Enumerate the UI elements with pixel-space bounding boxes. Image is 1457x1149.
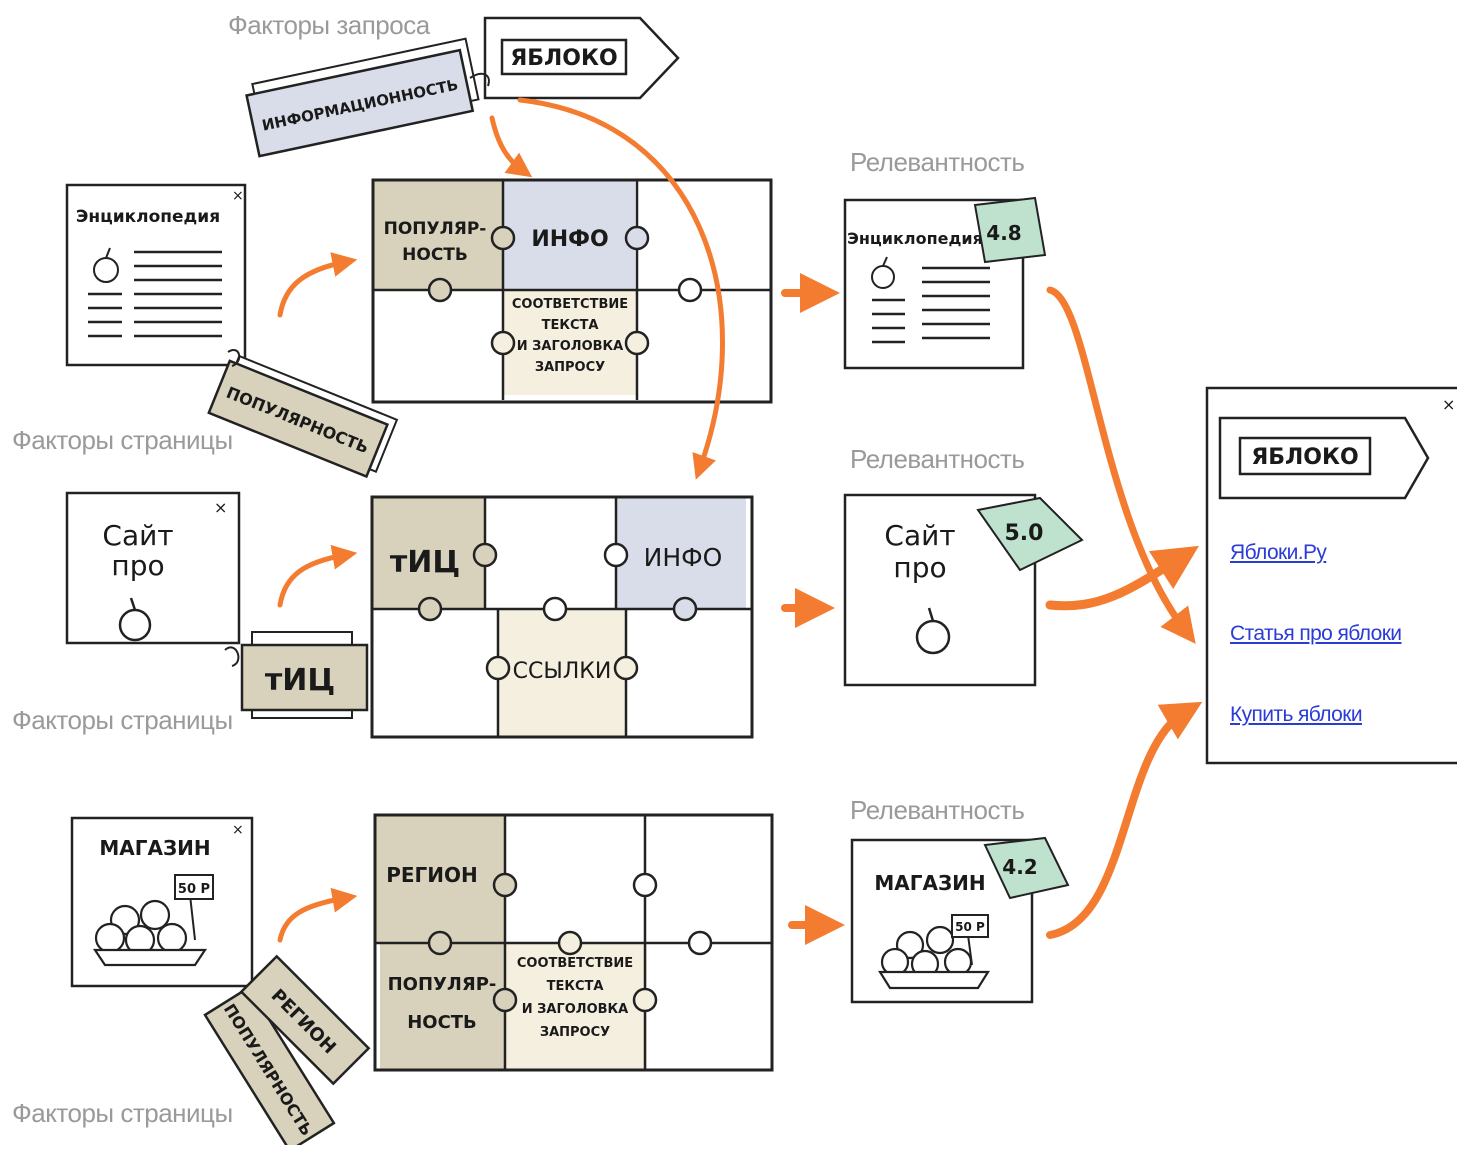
result-title-encyclopedia: Энциклопедия (847, 229, 983, 248)
serp-query: ЯБЛОКО (1251, 445, 1358, 470)
page-factor-tic-label: тИЦ (265, 663, 335, 698)
page-title-shop: МАГАЗИН (99, 836, 210, 860)
close-icon[interactable]: × (1442, 395, 1455, 414)
serp-result-2[interactable]: Статья про яблоки (1230, 622, 1402, 645)
price-tag: 50 Р (174, 874, 214, 941)
query-tag: ЯБЛОКО (483, 16, 680, 100)
page-factors-label-3: Факторы страницы (12, 1098, 233, 1128)
apple-icon (871, 256, 895, 289)
price-tag: 50 Р (951, 914, 989, 966)
text-lines-icon (872, 266, 990, 344)
result-title-shop: МАГАЗИН (874, 871, 985, 895)
apple-icon (93, 247, 119, 283)
puzzle-site: тИЦ ИНФО ССЫЛКИ (370, 495, 754, 739)
close-icon: × (232, 188, 244, 204)
relevance-score-1: 4.8 (986, 221, 1021, 245)
puzzle-piece-info: ИНФО (531, 227, 608, 252)
query-factors-label: Факторы запроса (228, 10, 430, 40)
flow-arrows (277, 97, 1203, 945)
relevance-label-2: Релевантность (850, 444, 1025, 474)
serp-result-1[interactable]: Яблоки.Ру (1230, 541, 1327, 564)
apple-icon (118, 597, 152, 642)
result-card-shop: МАГАЗИН 50 Р 4.2 (850, 836, 1070, 1004)
page-factors-label-2: Факторы страницы (12, 705, 233, 735)
puzzle-piece-popularity: ПОПУЛЯР-НОСТЬ (388, 974, 497, 1033)
price-label: 50 Р (955, 920, 985, 934)
page-card-encyclopedia: × Энциклопедия (65, 183, 247, 367)
query-word: ЯБЛОКО (510, 46, 617, 71)
search-results-panel: × ЯБЛОКО (1205, 386, 1457, 765)
puzzle-piece-links: ССЫЛКИ (513, 659, 612, 684)
puzzle-piece-info: ИНФО (644, 543, 723, 572)
page-factors-label-1: Факторы страницы (12, 425, 233, 455)
price-label: 50 Р (178, 882, 210, 897)
result-card-encyclopedia: Энциклопедия 4.8 (843, 196, 1047, 370)
page-card-shop: × МАГАЗИН 50 Р (70, 816, 254, 988)
puzzle-piece-popularity: ПОПУЛЯР-НОСТЬ (384, 219, 487, 265)
apple-icon (915, 607, 951, 655)
fruit-basket-icon (92, 899, 208, 967)
page-factor-tag-region: РЕГИОН (239, 954, 371, 1086)
query-factor-tag: ИНФОРМАЦИОННОСТЬ (245, 37, 480, 158)
puzzle-piece-region: РЕГИОН (386, 863, 478, 887)
puzzle-piece-tic: тИЦ (390, 545, 460, 580)
close-icon: × (214, 498, 227, 517)
page-factor-tag-tic: тИЦ (240, 631, 369, 719)
relevance-label-1: Релевантность (850, 147, 1025, 177)
text-lines-icon (88, 250, 222, 338)
page-factor-tag-popularity-1: ПОПУЛЯРНОСТЬ (207, 354, 399, 479)
relevance-score-3: 4.2 (1002, 855, 1037, 879)
close-icon: × (232, 822, 244, 838)
relevance-label-3: Релевантность (850, 795, 1025, 825)
relevance-score-2: 5.0 (1005, 521, 1044, 546)
fruit-basket-icon (878, 925, 990, 990)
page-title-encyclopedia: Энциклопедия (76, 207, 220, 227)
serp-result-3[interactable]: Купить яблоки (1230, 703, 1363, 726)
